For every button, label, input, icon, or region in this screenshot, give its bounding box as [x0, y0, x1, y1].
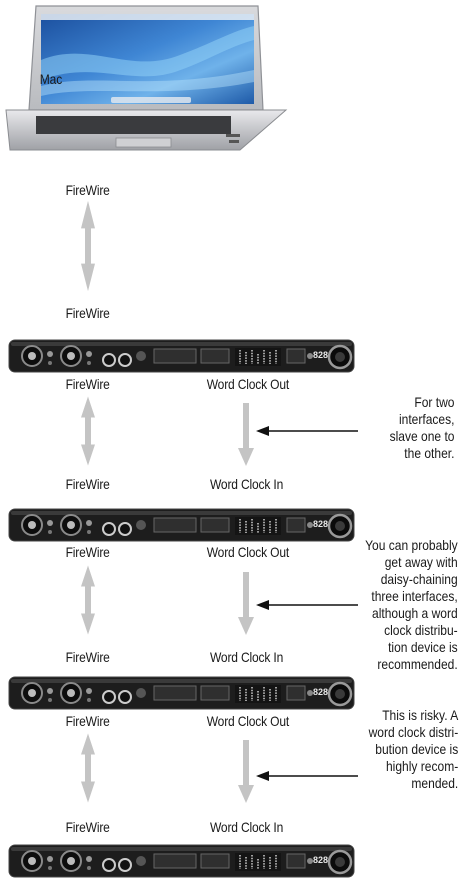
word-clock-out-label: Word Clock Out	[206, 713, 290, 729]
firewire-label: FireWire	[65, 476, 110, 492]
firewire-label: FireWire	[65, 713, 110, 729]
firewire-label: FireWire	[65, 544, 110, 560]
audio-interface-device	[7, 675, 356, 711]
note-pointer-arrow	[256, 600, 358, 610]
word-clock-arrow	[238, 403, 254, 466]
firewire-label: FireWire	[65, 376, 110, 392]
firewire-label: FireWire	[65, 819, 110, 835]
firewire-label-top-lower: FireWire	[65, 305, 110, 321]
audio-interface-device	[7, 507, 356, 543]
word-clock-out-label: Word Clock Out	[206, 376, 290, 392]
mac-laptop-icon	[5, 5, 288, 151]
firewire-link-arrow-top	[81, 200, 95, 292]
firewire-link-arrow	[81, 396, 95, 466]
audio-interface-device	[7, 843, 356, 879]
firewire-link-arrow	[81, 733, 95, 803]
note-pointer-arrow	[256, 771, 358, 781]
firewire-label: FireWire	[65, 649, 110, 665]
note-three-interfaces: You can probably get away with daisy-cha…	[365, 537, 458, 672]
audio-interface-device	[7, 338, 356, 374]
word-clock-in-label: Word Clock In	[209, 819, 284, 835]
word-clock-arrow	[238, 572, 254, 635]
firewire-label-top: FireWire	[65, 182, 110, 198]
firewire-link-arrow	[81, 565, 95, 635]
note-two-interfaces: For two interfaces, slave one to the oth…	[389, 394, 454, 461]
mac-label: Mac	[39, 71, 63, 87]
word-clock-arrow	[238, 740, 254, 803]
note-pointer-arrow	[256, 426, 358, 436]
note-four-interfaces: This is risky. A word clock distri- buti…	[368, 707, 458, 791]
word-clock-out-label: Word Clock Out	[206, 544, 290, 560]
word-clock-in-label: Word Clock In	[209, 476, 284, 492]
word-clock-in-label: Word Clock In	[209, 649, 284, 665]
